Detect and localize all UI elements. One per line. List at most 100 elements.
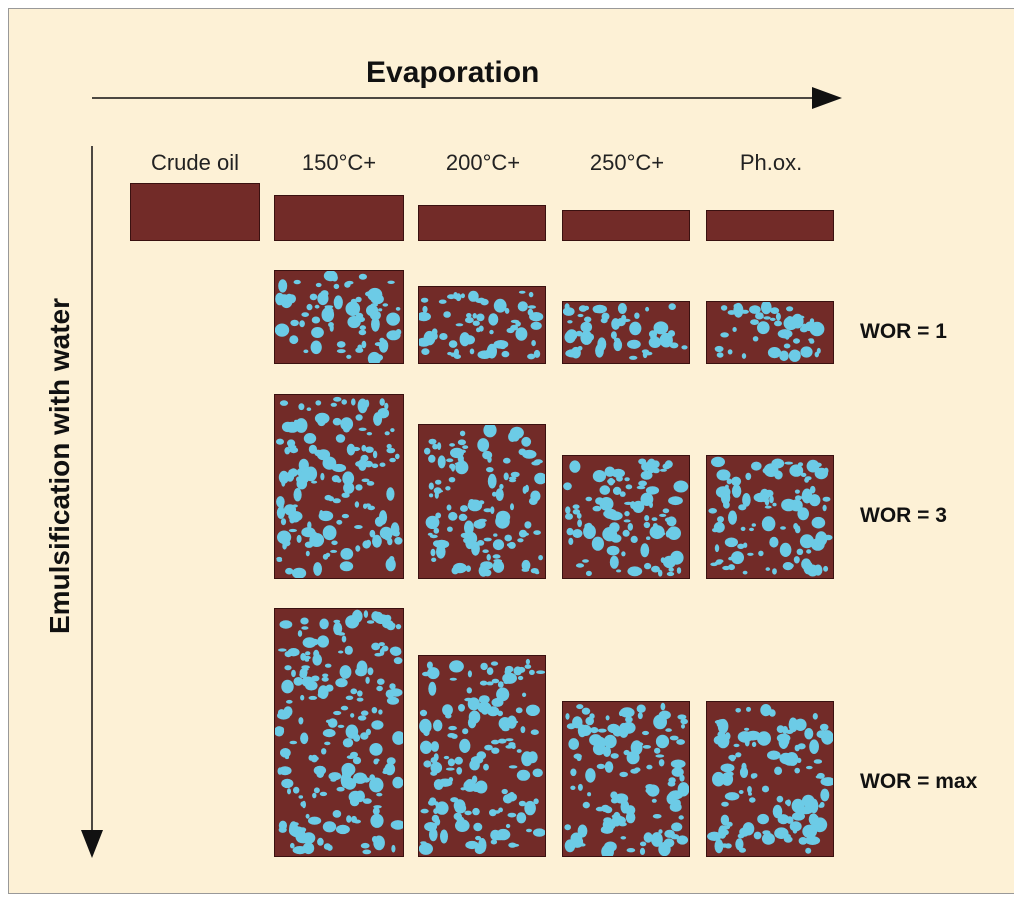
water-droplet (395, 624, 402, 630)
water-droplet (589, 734, 603, 746)
water-droplet (782, 562, 794, 571)
water-droplet (651, 517, 658, 521)
water-droplet (658, 759, 665, 767)
water-droplet (491, 697, 504, 707)
water-droplet (382, 619, 394, 629)
water-droplet (275, 323, 290, 337)
water-droplet (592, 505, 602, 512)
water-droplet (360, 454, 369, 462)
water-droplet (317, 692, 324, 698)
water-droplet (516, 769, 531, 781)
water-droplet (642, 745, 651, 749)
water-droplet (724, 537, 738, 548)
water-droplet (634, 312, 640, 319)
water-droplet (798, 837, 808, 845)
water-droplet (739, 766, 749, 778)
water-droplet (340, 548, 354, 560)
water-droplet (394, 537, 403, 545)
water-droplet (530, 568, 539, 574)
water-droplet (344, 281, 351, 288)
water-droplet (420, 297, 429, 303)
water-droplet (819, 723, 829, 731)
water-droplet (666, 571, 675, 577)
water-droplet (786, 816, 794, 824)
water-droplet (336, 341, 346, 348)
water-droplet (486, 554, 491, 561)
water-droplet (490, 506, 495, 514)
water-droplet (644, 562, 652, 570)
water-droplet (753, 831, 762, 840)
water-droplet (610, 534, 622, 543)
water-droplet (812, 713, 818, 720)
water-droplet (291, 822, 299, 826)
water-droplet (518, 800, 526, 807)
water-droplet (355, 414, 363, 421)
water-droplet (387, 537, 393, 546)
column-header-150c: 150°C+ (301, 150, 377, 175)
water-droplet (591, 536, 604, 551)
water-droplet (390, 622, 396, 629)
water-droplet (622, 529, 630, 537)
water-droplet (760, 704, 772, 717)
water-droplet (478, 695, 490, 704)
water-droplet (814, 351, 819, 358)
water-droplet (516, 812, 527, 824)
water-droplet (378, 642, 385, 647)
water-droplet (290, 319, 299, 327)
water-droplet (346, 354, 352, 359)
water-droplet (737, 543, 745, 549)
water-droplet (527, 308, 534, 316)
water-droplet (464, 810, 472, 816)
water-droplet (277, 709, 286, 716)
water-droplets (419, 658, 545, 855)
oil-block-150c (274, 195, 404, 241)
water-droplet (619, 771, 628, 778)
water-droplet (585, 496, 593, 502)
water-droplet (532, 768, 543, 778)
water-droplet (779, 350, 789, 362)
water-droplet (503, 680, 509, 684)
water-droplet (611, 814, 620, 819)
water-droplet (390, 820, 403, 830)
water-droplet (307, 521, 312, 529)
water-droplet (298, 458, 309, 472)
water-droplet (422, 305, 428, 313)
water-droplet (363, 610, 369, 618)
water-droplet (431, 557, 437, 562)
water-droplet (393, 657, 403, 665)
water-droplet (792, 350, 801, 355)
water-droplet (801, 488, 813, 504)
water-droplet (742, 570, 748, 575)
water-droplet (655, 754, 665, 758)
water-droplet (511, 843, 520, 847)
water-droplet (726, 478, 732, 485)
water-droplet (714, 345, 724, 353)
water-droplet (374, 835, 383, 849)
water-droplet (459, 738, 471, 753)
water-droplet (601, 804, 610, 813)
water-droplet (522, 692, 527, 697)
water-droplet (786, 752, 798, 762)
water-droplet (465, 780, 474, 787)
oil-block-200c (418, 205, 546, 241)
water-droplet (445, 486, 451, 491)
water-droplet (389, 683, 396, 690)
water-droplet (659, 468, 667, 472)
water-droplet (570, 785, 576, 790)
water-droplet (443, 755, 450, 760)
water-droplet (617, 303, 627, 314)
water-droplet (741, 353, 747, 359)
water-droplet (637, 712, 643, 720)
water-droplet (366, 481, 375, 486)
water-droplet (627, 523, 633, 531)
water-droplet (610, 331, 617, 339)
water-droplet (761, 785, 770, 793)
water-droplet (393, 528, 399, 535)
water-droplet (619, 491, 626, 497)
water-droplet (427, 667, 440, 680)
water-droplet (486, 667, 494, 675)
water-droplet (281, 679, 294, 694)
water-droplet (349, 797, 360, 807)
water-droplet (366, 620, 375, 624)
water-droplet (804, 728, 814, 740)
